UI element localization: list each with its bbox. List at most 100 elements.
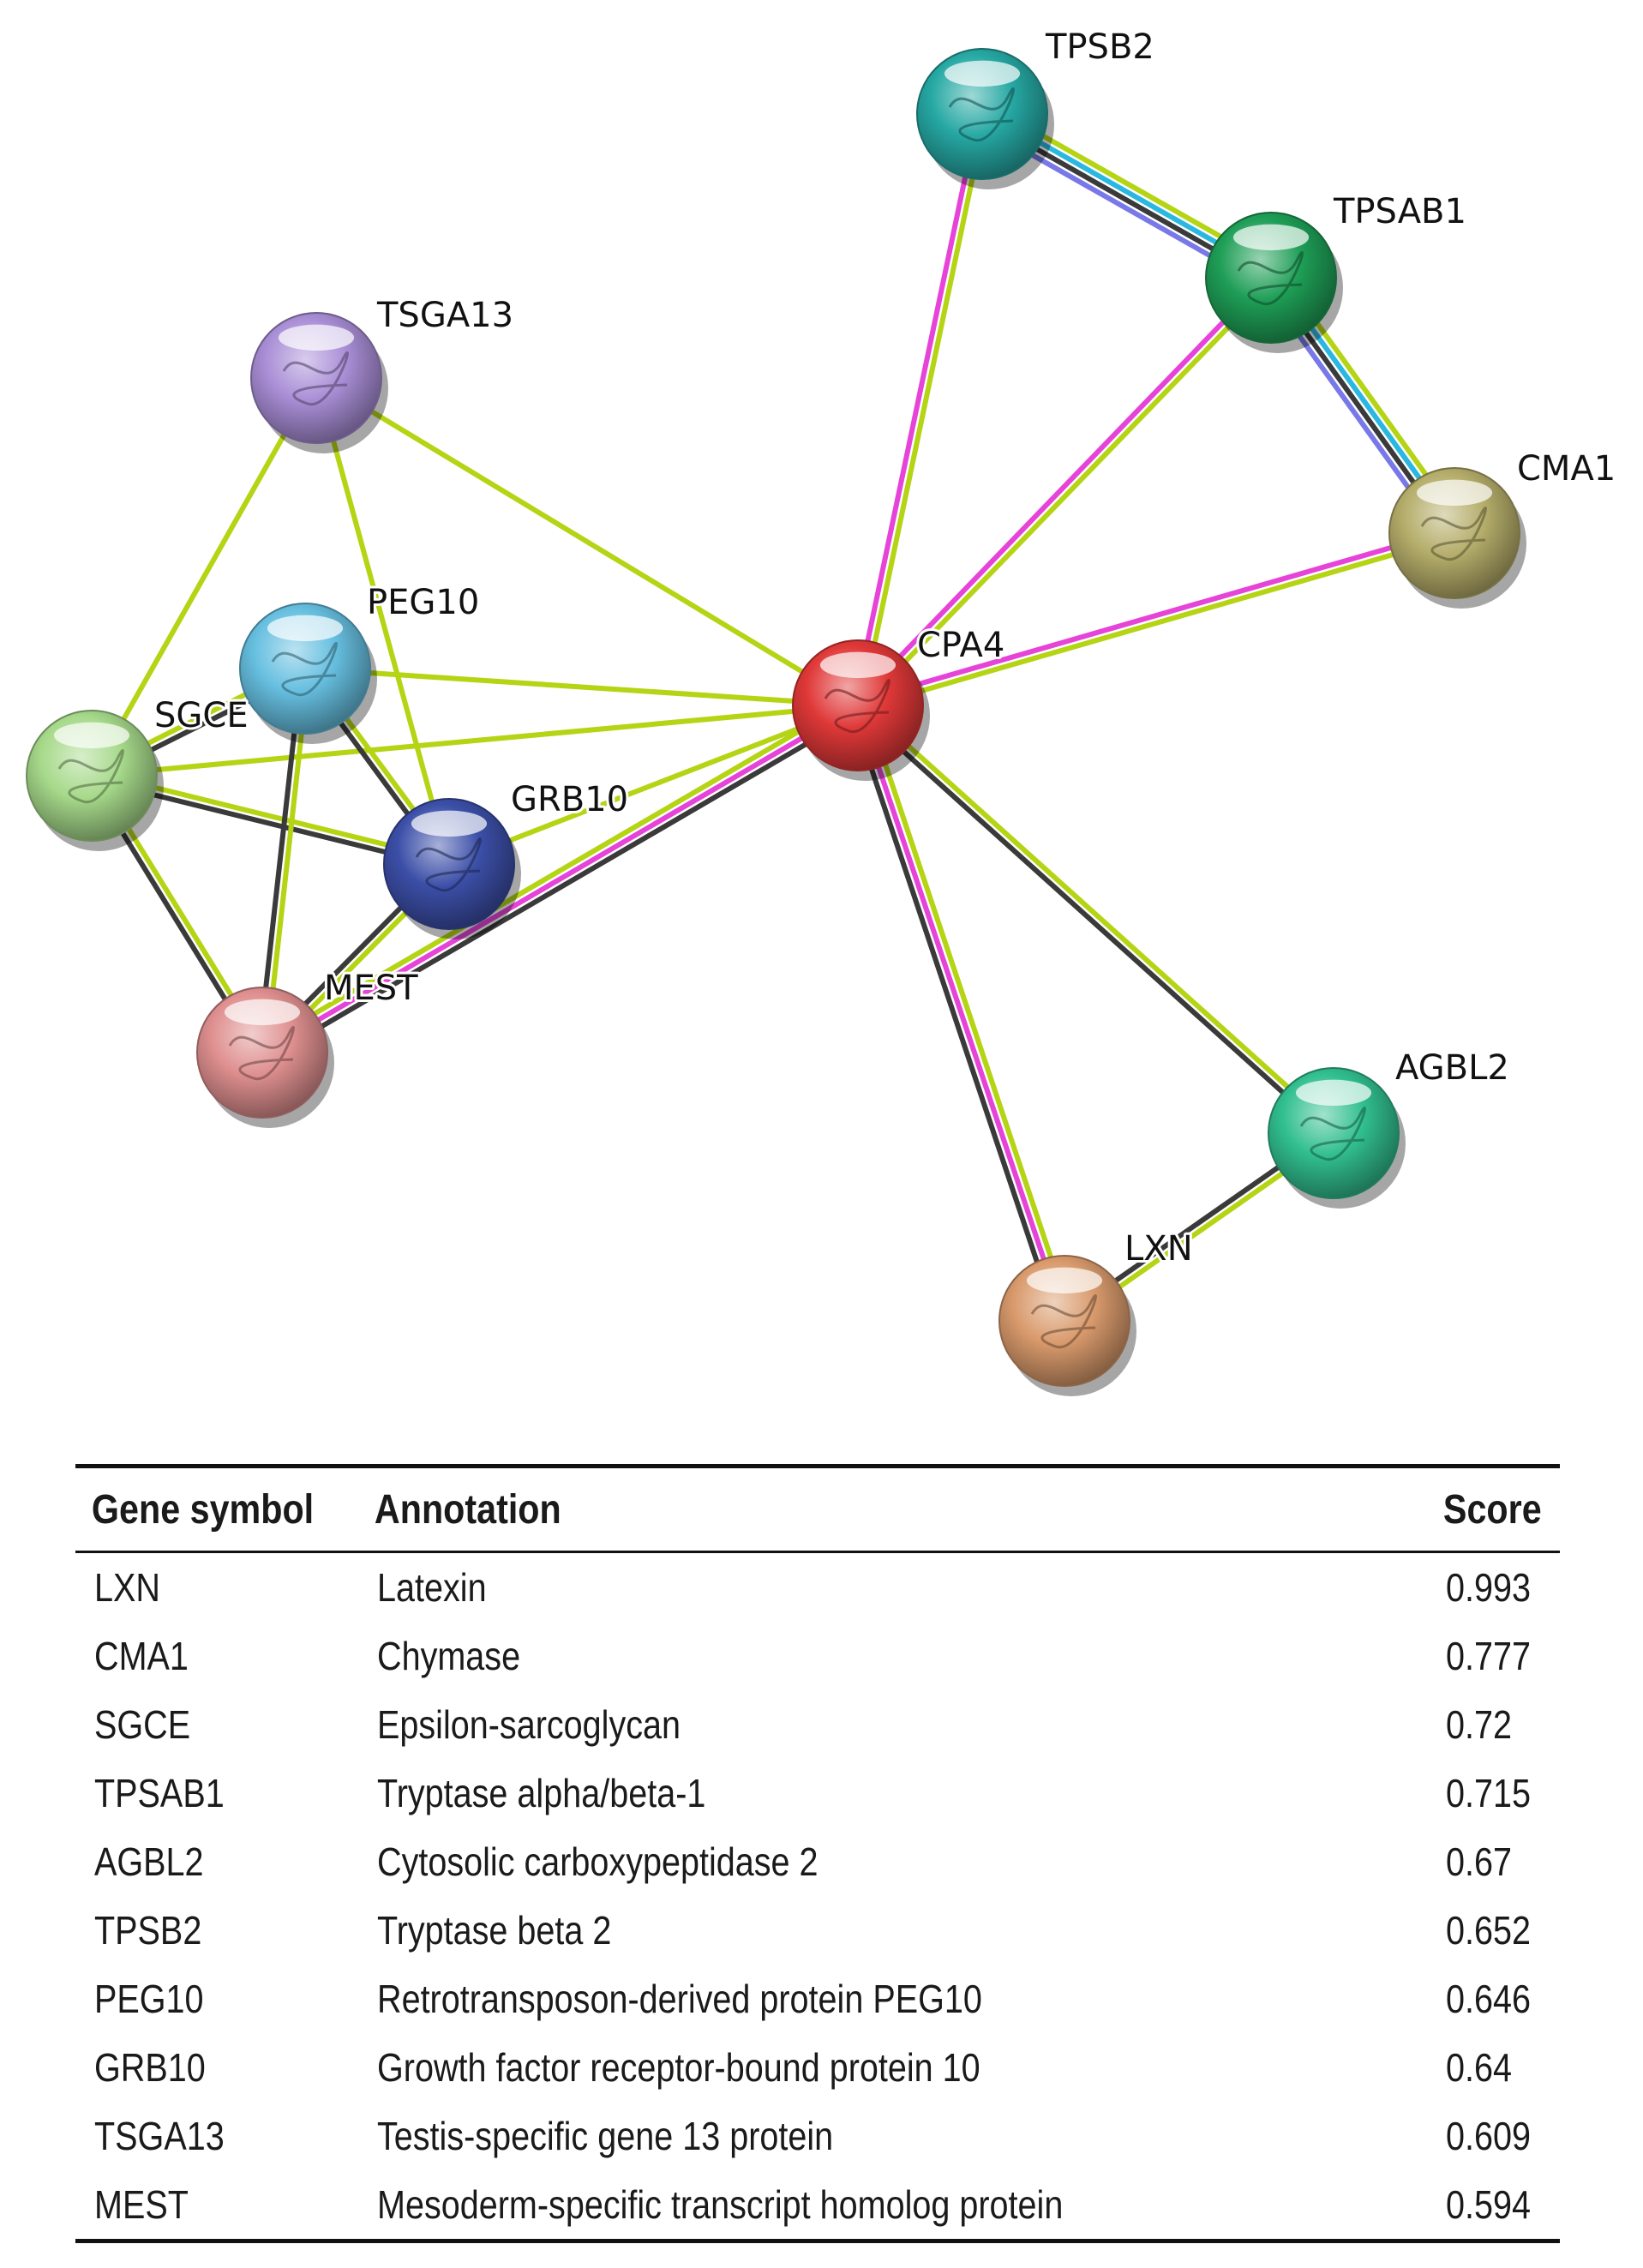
protein-structure-icon (1237, 251, 1304, 306)
node-label-cma1: CMA1 (1517, 449, 1616, 489)
table-row: PEG10 Retrotransposon-derived protein PE… (75, 1965, 1560, 2033)
cell-annotation: Tryptase beta 2 (377, 1908, 612, 1953)
table-row: TSGA13 Testis-specific gene 13 protein 0… (75, 2102, 1560, 2170)
cell-gene-symbol: GRB10 (94, 2045, 206, 2090)
node-label-grb10: GRB10 (511, 780, 628, 819)
cell-score: 0.64 (1445, 2045, 1512, 2090)
node-sphere (26, 710, 158, 842)
table-row: LXN Latexin 0.993 (75, 1552, 1560, 1623)
node-sphere (792, 639, 924, 771)
node-highlight (411, 810, 488, 837)
edge-strand-textmining (314, 377, 452, 865)
node-highlight (53, 722, 130, 749)
node-sphere (239, 603, 371, 735)
cell-gene-symbol: CMA1 (94, 1634, 189, 1678)
edge-strand-experimental (261, 703, 860, 1055)
protein-structure-icon (271, 642, 338, 697)
cell-annotation: Latexin (377, 1565, 487, 1610)
edge-cpa4-agbl2 (854, 700, 1338, 1138)
edge-strand-textmining (304, 666, 859, 708)
cell-gene-symbol: TPSAB1 (94, 1771, 225, 1815)
cell-gene-symbol: TPSB2 (94, 1908, 202, 1953)
table-row: GRB10 Growth factor receptor-bound prote… (75, 2033, 1560, 2102)
cell-annotation: Mesoderm-specific transcript homolog pro… (377, 2182, 1064, 2227)
cell-score: 0.993 (1445, 1565, 1531, 1610)
node-tpsb2: TPSB2 (916, 25, 1157, 189)
node-tsga13: TSGA13 (250, 293, 516, 453)
edge-tpsab1-cpa4 (853, 273, 1276, 711)
edge-tpsb2-cpa4 (851, 112, 989, 707)
cell-annotation: Tryptase alpha/beta-1 (377, 1771, 706, 1815)
protein-structure-icon (57, 749, 124, 804)
node-highlight (944, 60, 1021, 87)
protein-structure-icon (415, 837, 482, 892)
cell-annotation: Growth factor receptor-bound protein 10 (377, 2045, 980, 2090)
node-agbl2: AGBL2 (1268, 1046, 1512, 1209)
node-highlight (224, 999, 301, 1026)
edge-strand-textmining (89, 376, 319, 777)
node-label-peg10: PEG10 (367, 583, 479, 622)
cell-gene-symbol: AGBL2 (94, 1839, 204, 1884)
cell-gene-symbol: SGCE (94, 1702, 191, 1747)
cell-score: 0.594 (1445, 2182, 1531, 2227)
cell-score: 0.646 (1445, 1977, 1531, 2021)
edge-strand-textmining (315, 375, 860, 708)
cell-gene-symbol: PEG10 (94, 1977, 204, 2021)
edge-strand-textmining (858, 700, 1338, 1133)
cell-gene-symbol: MEST (94, 2182, 189, 2227)
cell-gene-symbol: TSGA13 (94, 2114, 225, 2158)
node-sgce: SGCE (26, 693, 251, 851)
node-highlight (278, 324, 355, 351)
edge-mest-cpa4 (257, 697, 863, 1061)
node-cma1: CMA1 (1388, 447, 1618, 609)
cell-annotation: Cytosolic carboxypeptidase 2 (377, 1839, 819, 1884)
cell-score: 0.67 (1445, 1839, 1512, 1884)
edge-strand-textmining (858, 278, 1276, 711)
node-highlight (267, 615, 344, 642)
node-highlight (819, 651, 896, 679)
node-grb10: GRB10 (383, 777, 631, 939)
node-label-lxn: LXN (1124, 1229, 1193, 1269)
protein-structure-icon (228, 1026, 295, 1081)
cell-score: 0.72 (1445, 1702, 1512, 1747)
edge-grb10-cpa4 (447, 703, 860, 867)
edge-tsga13-grb10 (314, 377, 452, 865)
table-row: TPSAB1 Tryptase alpha/beta-1 0.715 (75, 1759, 1560, 1827)
edge-strand-experimental (855, 705, 1067, 1322)
node-label-mest: MEST (324, 969, 418, 1008)
node-sphere (1205, 212, 1337, 344)
table-row: MEST Mesoderm-specific transcript homolo… (75, 2170, 1560, 2241)
header-annotation: Annotation (374, 1486, 561, 1533)
edge-strand-textmining (91, 703, 859, 778)
table-row: TPSB2 Tryptase beta 2 0.652 (75, 1896, 1560, 1965)
edge-cma1-cpa4 (855, 527, 1457, 711)
edge-strand-experimental (853, 273, 1271, 705)
node-label-agbl2: AGBL2 (1395, 1048, 1509, 1088)
cell-annotation: Chymase (377, 1634, 521, 1678)
cell-score: 0.777 (1445, 1634, 1531, 1678)
edge-strand-coexpression (848, 706, 1060, 1324)
edge-tsga13-sgce (89, 376, 319, 777)
node-label-sgce: SGCE (154, 696, 249, 735)
table-header-row: Gene symbol Annotation Score (75, 1466, 1560, 1552)
protein-structure-icon (1030, 1294, 1097, 1349)
protein-structure-icon (948, 87, 1015, 142)
edge-strand-textmining (447, 703, 860, 867)
cell-score: 0.652 (1445, 1908, 1531, 1953)
protein-structure-icon (824, 679, 890, 734)
node-sphere (1268, 1067, 1400, 1199)
node-sphere (916, 48, 1048, 180)
node-highlight (1416, 479, 1493, 507)
header-gene-symbol: Gene symbol (91, 1486, 315, 1533)
edge-strand-experimental (855, 527, 1454, 705)
cell-annotation: Testis-specific gene 13 protein (377, 2114, 834, 2158)
table-row: SGCE Epsilon-sarcoglycan 0.72 (75, 1690, 1560, 1759)
node-label-tsga13: TSGA13 (376, 296, 513, 335)
table-row: CMA1 Chymase 0.777 (75, 1622, 1560, 1690)
cell-annotation: Epsilon-sarcoglycan (377, 1702, 681, 1747)
edge-tsga13-cpa4 (315, 375, 860, 708)
cell-gene-symbol: LXN (94, 1565, 160, 1610)
node-highlight (1232, 224, 1310, 251)
node-label-tpsab1: TPSAB1 (1333, 192, 1466, 231)
edge-cpa4-lxn (848, 702, 1074, 1324)
